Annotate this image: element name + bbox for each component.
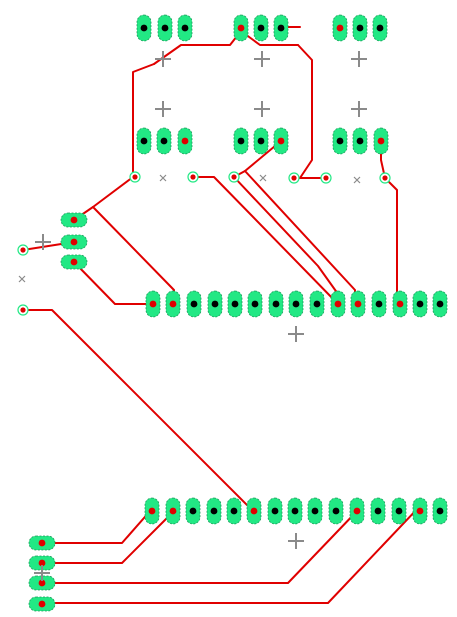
header-4-pin-2-hole: [160, 137, 168, 145]
lower-row-pin-5-hole: [230, 507, 238, 515]
header-1-pin-2-hole: [161, 24, 169, 32]
header-3-pin-1-hole: [336, 24, 344, 32]
upper-row-pin-13-hole: [396, 300, 404, 308]
alignment-cross-3: [351, 51, 367, 67]
trace-13: [233, 176, 339, 295]
bottom-connector-pin-3-hole: [38, 579, 46, 587]
left-connector-pin-1-hole: [70, 216, 78, 224]
lower-row-pin-1-hole: [148, 507, 156, 515]
via-7-dot: [20, 247, 26, 253]
upper-row-pin-10-hole: [334, 300, 342, 308]
lower-row-pin-15-hole: [436, 507, 444, 515]
traces-layer: [22, 26, 421, 604]
upper-row-pin-4-hole: [211, 300, 219, 308]
header-2-pin-1-hole: [237, 24, 245, 32]
via-6-dot: [382, 175, 388, 181]
via-2-dot: [190, 174, 196, 180]
trace-5: [132, 63, 155, 178]
upper-row-pin-8-hole: [292, 300, 300, 308]
alignment-cross-6: [351, 101, 367, 117]
header-3-pin-2-hole: [356, 24, 364, 32]
lower-row-pin-4-hole: [210, 507, 218, 515]
trace-8: [92, 206, 175, 305]
trace-6: [92, 176, 134, 208]
header-1-pin-1-hole: [140, 24, 148, 32]
trace-20: [41, 513, 172, 564]
bottom-connector-pin-2-hole: [38, 559, 46, 567]
upper-row-pin-2-hole: [169, 300, 177, 308]
alignment-cross-10: [34, 565, 50, 581]
header-6-pin-3-hole: [377, 137, 385, 145]
lower-row-pin-2-hole: [169, 507, 177, 515]
alignment-cross-7: [35, 234, 51, 250]
trace-19: [41, 509, 152, 544]
small-mark-1: [159, 174, 167, 182]
trace-12: [192, 176, 339, 305]
via-8-dot: [20, 307, 26, 313]
header-1-pin-3-hole: [181, 24, 189, 32]
pads-layer: [17, 14, 448, 612]
header-5-pin-2-hole: [257, 137, 265, 145]
trace-18: [22, 309, 253, 511]
header-4-pin-3-hole: [181, 137, 189, 145]
alignment-cross-5: [254, 101, 270, 117]
lower-row-pin-11-hole: [353, 507, 361, 515]
lower-row-pin-3-hole: [189, 507, 197, 515]
upper-row-pin-3-hole: [190, 300, 198, 308]
via-1-dot: [132, 174, 138, 180]
via-4-dot: [291, 175, 297, 181]
small-mark-2: [259, 174, 267, 182]
upper-row-pin-5-hole: [231, 300, 239, 308]
lower-row-pin-12-hole: [374, 507, 382, 515]
bottom-connector-pin-4-hole: [38, 600, 46, 608]
small-mark-3: [353, 176, 361, 184]
trace-17: [384, 177, 398, 304]
alignment-cross-4: [155, 101, 171, 117]
trace-4: [297, 44, 313, 179]
upper-row-pin-14-hole: [416, 300, 424, 308]
header-5-pin-1-hole: [237, 137, 245, 145]
header-5-pin-3-hole: [277, 137, 285, 145]
bottom-connector-pin-1-hole: [38, 539, 46, 547]
trace-21: [41, 509, 359, 584]
upper-row-pin-11-hole: [354, 300, 362, 308]
header-4-pin-1-hole: [140, 137, 148, 145]
via-3-dot: [231, 174, 237, 180]
lower-row-pin-9-hole: [311, 507, 319, 515]
alignment-cross-8: [288, 326, 304, 342]
lower-row-pin-6-hole: [250, 507, 258, 515]
trace-9: [73, 261, 155, 305]
left-connector-pin-2-hole: [70, 238, 78, 246]
via-5-dot: [323, 175, 329, 181]
upper-row-pin-6-hole: [251, 300, 259, 308]
alignment-cross-9: [288, 533, 304, 549]
trace-2: [240, 30, 299, 46]
lower-row-pin-10-hole: [332, 507, 340, 515]
markers-layer: [18, 51, 367, 581]
upper-row-pin-1-hole: [149, 300, 157, 308]
upper-row-pin-7-hole: [272, 300, 280, 308]
lower-row-pin-14-hole: [416, 507, 424, 515]
lower-row-pin-13-hole: [395, 507, 403, 515]
lower-row-pin-7-hole: [271, 507, 279, 515]
upper-row-pin-9-hole: [313, 300, 321, 308]
header-6-pin-2-hole: [356, 137, 364, 145]
upper-row-pin-15-hole: [436, 300, 444, 308]
small-mark-4: [18, 275, 26, 283]
lower-row-pin-8-hole: [291, 507, 299, 515]
left-connector-pin-3-hole: [70, 258, 78, 266]
header-2-pin-2-hole: [257, 24, 265, 32]
alignment-cross-2: [254, 51, 270, 67]
header-2-pin-3-hole: [277, 24, 285, 32]
trace-15: [244, 170, 356, 305]
alignment-cross-1: [155, 51, 171, 67]
header-3-pin-3-hole: [376, 24, 384, 32]
trace-22: [41, 505, 421, 604]
upper-row-pin-12-hole: [375, 300, 383, 308]
header-6-pin-1-hole: [336, 137, 344, 145]
